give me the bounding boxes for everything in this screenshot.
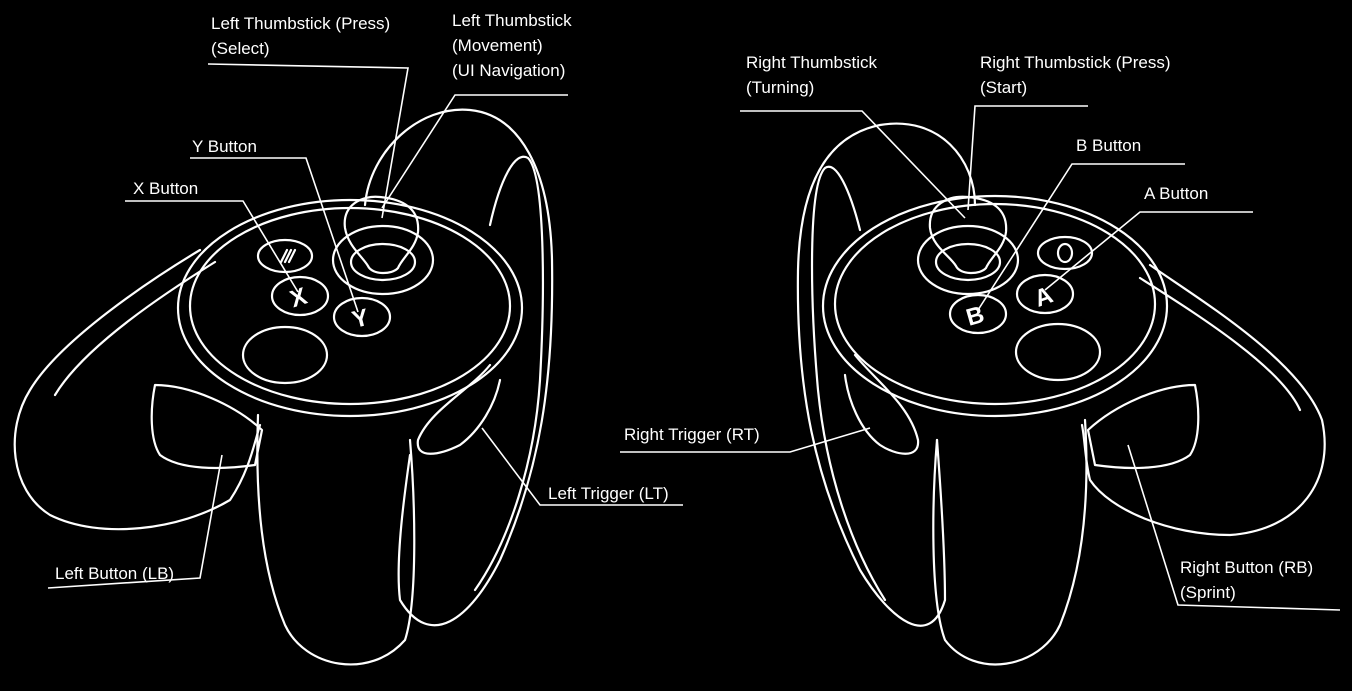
left-trigger-shape bbox=[416, 363, 502, 455]
menu-stroke-1 bbox=[279, 248, 289, 264]
label-right-thumbstick-press: Right Thumbstick (Press) (Start) bbox=[980, 50, 1171, 100]
right-thumbstick bbox=[928, 195, 1008, 275]
right-trigger-shape bbox=[843, 353, 920, 455]
leader-left-trigger bbox=[481, 427, 683, 506]
y-glyph: Y bbox=[349, 304, 371, 334]
label-line: A Button bbox=[1144, 184, 1209, 203]
label-right-thumbstick-turn: Right Thumbstick (Turning) bbox=[746, 50, 877, 100]
label-left-trigger: Left Trigger (LT) bbox=[548, 481, 669, 506]
label-left-thumbstick-move: Left Thumbstick (Movement) (UI Navigatio… bbox=[452, 8, 572, 83]
label-line: (Movement) bbox=[452, 36, 543, 55]
label-line: (Sprint) bbox=[1180, 583, 1236, 602]
label-left-button: Left Button (LB) bbox=[55, 561, 174, 586]
leader-x-button bbox=[125, 200, 299, 293]
left-y-button bbox=[332, 296, 392, 338]
left-tracking-ring bbox=[13, 248, 262, 531]
right-stick-collar bbox=[934, 242, 1002, 282]
leader-right-thumbstick-turn bbox=[740, 110, 966, 219]
label-line: Left Button (LB) bbox=[55, 564, 175, 583]
label-line: (UI Navigation) bbox=[452, 61, 566, 80]
right-side-bumper bbox=[1086, 383, 1200, 470]
left-halo-arch bbox=[363, 108, 554, 627]
label-y-button: Y Button bbox=[192, 134, 257, 159]
right-a-button bbox=[1015, 273, 1075, 315]
label-line: Left Thumbstick (Press) bbox=[211, 14, 391, 33]
label-line: Left Thumbstick bbox=[452, 11, 572, 30]
leader-y-button bbox=[190, 157, 359, 313]
label-line: Left Trigger (LT) bbox=[548, 484, 669, 503]
leader-left-button bbox=[47, 454, 223, 589]
oculus-logo bbox=[1056, 242, 1074, 264]
right-halo-arch bbox=[796, 122, 977, 627]
leader-left-thumbstick-move bbox=[381, 94, 568, 209]
leader-a-button bbox=[1044, 211, 1253, 291]
label-line: (Select) bbox=[211, 39, 270, 58]
left-thumb-rest bbox=[241, 325, 329, 385]
left-side-bumper bbox=[150, 383, 264, 470]
label-x-button: X Button bbox=[133, 176, 198, 201]
label-a-button: A Button bbox=[1144, 181, 1208, 206]
right-controller: A B bbox=[796, 122, 1326, 666]
label-line: (Turning) bbox=[746, 78, 815, 97]
label-line: Right Thumbstick bbox=[746, 53, 878, 72]
leader-right-button bbox=[1127, 444, 1341, 611]
right-tracking-ring-inner bbox=[1138, 276, 1302, 412]
label-line: Y Button bbox=[192, 137, 257, 156]
right-tracking-ring bbox=[1080, 263, 1326, 537]
label-line: B Button bbox=[1076, 136, 1142, 155]
right-halo-arch-inner bbox=[810, 165, 887, 602]
left-stick-base bbox=[331, 224, 435, 296]
label-line: Right Button (RB) bbox=[1180, 558, 1314, 577]
leader-right-trigger bbox=[620, 427, 871, 453]
label-line: Right Thumbstick (Press) bbox=[980, 53, 1171, 72]
right-thumb-rest bbox=[1014, 322, 1102, 382]
right-grip bbox=[932, 418, 1088, 666]
menu-stroke-2 bbox=[283, 248, 293, 264]
label-line: (Start) bbox=[980, 78, 1028, 97]
label-right-trigger: Right Trigger (RT) bbox=[624, 422, 760, 447]
left-thumbstick bbox=[343, 195, 420, 275]
leader-right-thumbstick-press bbox=[967, 105, 1088, 211]
label-b-button: B Button bbox=[1076, 133, 1141, 158]
label-left-thumbstick-press: Left Thumbstick (Press) (Select) bbox=[211, 11, 390, 61]
left-grip bbox=[256, 413, 416, 666]
left-controller: X Y bbox=[13, 108, 554, 666]
x-glyph: X bbox=[287, 283, 311, 314]
menu-stroke-3 bbox=[287, 248, 297, 264]
left-stick-collar bbox=[349, 242, 417, 282]
label-line: X Button bbox=[133, 179, 199, 198]
right-b-button bbox=[948, 293, 1008, 335]
left-halo-arch-inner bbox=[473, 155, 544, 592]
left-top-face-rim bbox=[176, 198, 524, 418]
label-line: Right Trigger (RT) bbox=[624, 425, 760, 444]
label-right-button: Right Button (RB) (Sprint) bbox=[1180, 555, 1313, 605]
leader-left-thumbstick-press bbox=[207, 63, 409, 219]
left-x-button bbox=[270, 275, 330, 317]
leader-lines bbox=[47, 63, 1341, 611]
right-top-face-rim bbox=[821, 194, 1169, 418]
right-oculus-button bbox=[1036, 235, 1094, 271]
right-stick-base bbox=[916, 224, 1020, 296]
leader-b-button bbox=[977, 163, 1185, 311]
left-tracking-ring-inner bbox=[53, 260, 217, 397]
